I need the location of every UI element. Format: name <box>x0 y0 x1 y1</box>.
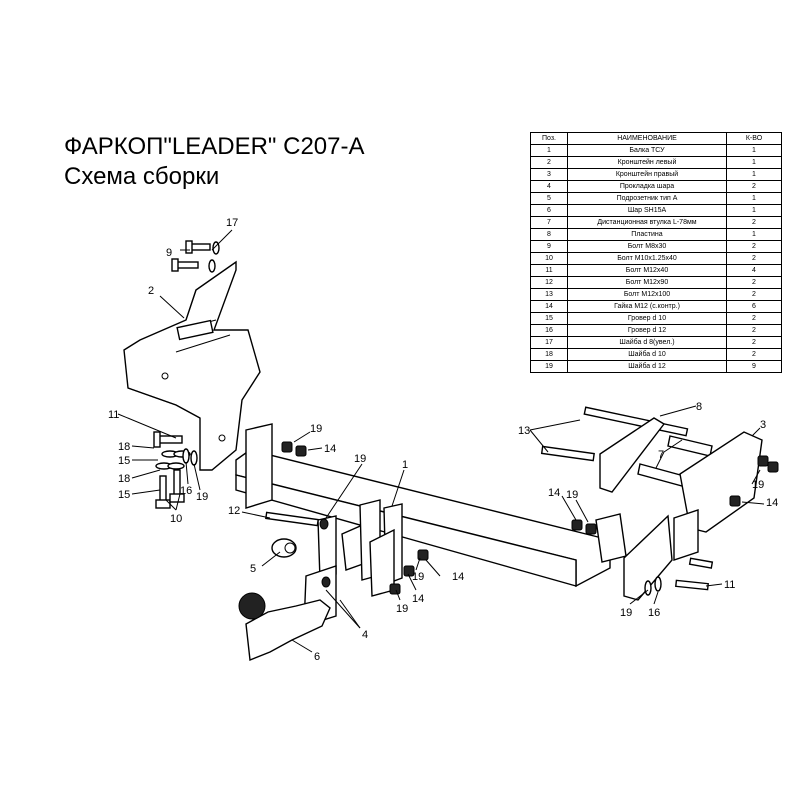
label-3: 3 <box>760 419 766 431</box>
right-bracket-assembly <box>540 406 763 601</box>
label-14-right: 14 <box>548 487 560 499</box>
label-11-left: 11 <box>108 409 119 421</box>
label-13: 13 <box>518 425 530 437</box>
label-9: 9 <box>166 247 172 259</box>
label-18-top: 18 <box>118 441 130 453</box>
label-8: 8 <box>696 401 702 413</box>
label-19-right: 19 <box>566 489 578 501</box>
label-15-bottom: 15 <box>118 489 130 501</box>
bolt-group-9-17 <box>171 240 220 273</box>
label-18-bottom: 18 <box>118 473 130 485</box>
label-14-centre: 14 <box>452 571 464 583</box>
label-14-low: 14 <box>412 593 424 605</box>
label-19-upper: 19 <box>310 423 322 435</box>
label-16-right: 16 <box>648 607 660 619</box>
label-7: 7 <box>658 449 664 461</box>
label-12: 12 <box>228 505 240 517</box>
label-1: 1 <box>402 459 408 471</box>
label-19-mid: 19 <box>354 453 366 465</box>
label-17: 17 <box>226 217 238 229</box>
label-19-far: 19 <box>752 479 764 491</box>
label-19-centre: 19 <box>412 571 424 583</box>
label-19-low: 19 <box>396 603 408 615</box>
label-2: 2 <box>148 285 154 297</box>
left-bracket <box>123 260 261 471</box>
label-19-left: 19 <box>196 491 208 503</box>
label-14-far: 14 <box>766 497 778 509</box>
title-line1: ФАРКОП"LEADER" C207-A <box>64 133 365 160</box>
nuts-washers <box>281 441 779 595</box>
ball-mount <box>238 499 403 661</box>
label-4: 4 <box>362 629 368 641</box>
row-qty: 9 <box>726 360 782 373</box>
main-beam <box>235 423 627 588</box>
label-10: 10 <box>170 513 182 525</box>
title-line2: Схема сборки <box>64 163 220 190</box>
label-14-upper: 14 <box>324 443 336 455</box>
label-6: 6 <box>314 651 320 663</box>
label-16-left: 16 <box>180 485 192 497</box>
diagram-title: ФАРКОП"LEADER" C207-A Схема сборки <box>64 132 364 192</box>
row-pos: 19 <box>530 360 568 373</box>
label-15-top: 15 <box>118 455 130 467</box>
label-11-right: 11 <box>724 579 735 591</box>
label-19-bottom: 19 <box>620 607 632 619</box>
position-labels: 17 9 2 11 18 15 18 15 10 16 19 19 14 19 … <box>108 217 778 663</box>
row-qty: 2 <box>726 312 782 325</box>
leader-lines <box>117 229 765 653</box>
bolt-group-10-18-15 <box>153 431 198 509</box>
label-5: 5 <box>250 563 256 575</box>
